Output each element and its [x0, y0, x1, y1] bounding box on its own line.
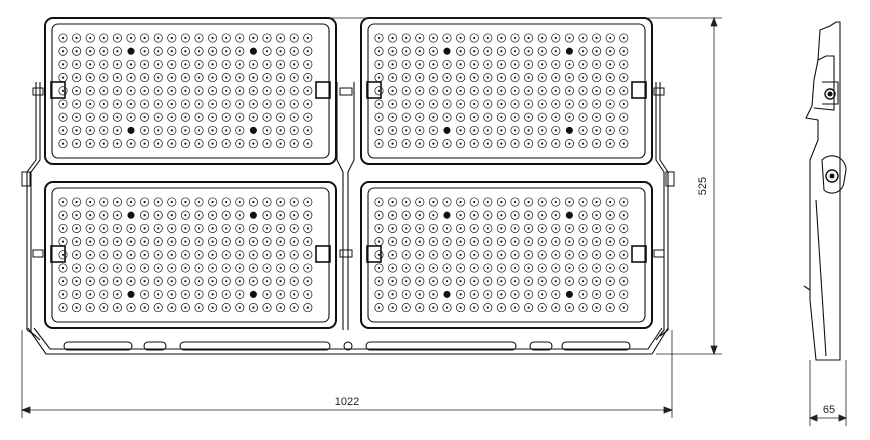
- width-dimension-label: 1022: [335, 396, 359, 408]
- side-view-body: [805, 21, 841, 361]
- left-side-bracket: [26, 82, 41, 341]
- front-view: [21, 17, 675, 355]
- depth-dimension: [808, 360, 848, 426]
- center-bracket: [336, 82, 355, 330]
- height-dimension-label: 525: [697, 177, 709, 195]
- led-module-top-left: [44, 17, 337, 165]
- led-grid: [58, 197, 313, 313]
- led-grid: [374, 33, 629, 149]
- led-module-top-right: [360, 17, 653, 165]
- right-side-bracket: [655, 82, 669, 341]
- bracket-bolts: [21, 87, 675, 258]
- led-module-bottom-right: [360, 181, 653, 329]
- side-view: [803, 21, 847, 361]
- height-dimension: [330, 16, 722, 356]
- led-grid: [58, 33, 313, 149]
- side-view-upper-pivot: [824, 88, 836, 100]
- width-dimension: [20, 330, 674, 418]
- bottom-mounting-rail: [27, 327, 669, 355]
- depth-dimension-label: 65: [823, 404, 835, 416]
- side-view-lower-pivot: [825, 169, 839, 183]
- led-grid: [374, 197, 629, 313]
- led-module-bottom-left: [44, 181, 337, 329]
